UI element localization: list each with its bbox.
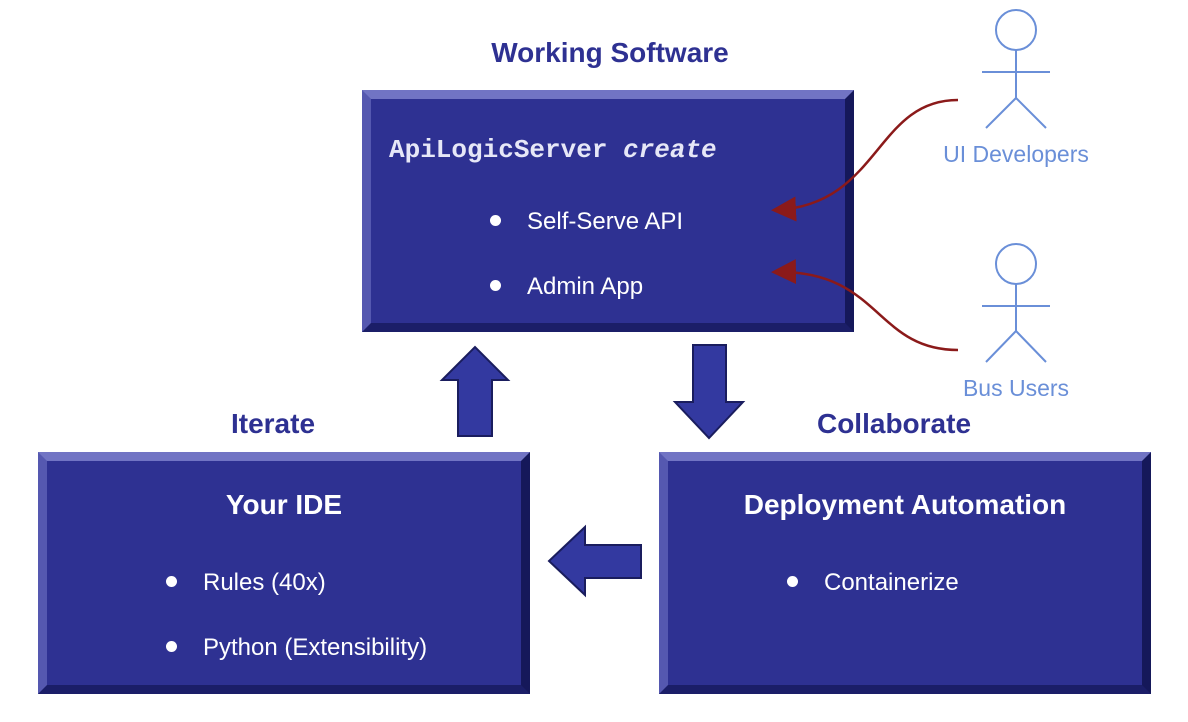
- ui-developers-connector: [771, 98, 959, 222]
- deployment-automation-title: Deployment Automation: [743, 489, 1067, 520]
- bullet-dot: [490, 280, 501, 292]
- bullet-python: Python (Extensibility): [166, 634, 427, 662]
- ui-developers-label: UI Developers: [943, 141, 1089, 167]
- arrow-down-icon: [672, 344, 746, 440]
- collaborate-heading: Collaborate: [816, 408, 972, 439]
- command-arg: create: [623, 135, 717, 165]
- bus-users-label: Bus Users: [962, 375, 1070, 401]
- bullet-admin-app: Admin App: [490, 273, 643, 301]
- bullet-containerize: Containerize: [787, 569, 959, 597]
- your-ide-title: Your IDE: [225, 489, 343, 520]
- bullet-label: Containerize: [824, 569, 959, 596]
- deployment-automation-box: Deployment Automation Containerize: [659, 452, 1151, 694]
- create-command: ApiLogicServer create: [389, 135, 717, 165]
- command-name: ApiLogicServer: [389, 135, 608, 165]
- arrow-left-icon: [547, 524, 642, 598]
- bullet-dot: [166, 641, 177, 653]
- bullet-dot: [490, 215, 501, 227]
- your-ide-box: Your IDE Rules (40x) Python (Extensibili…: [38, 452, 530, 694]
- bus-users-connector: [771, 259, 959, 352]
- working-software-heading: Working Software: [491, 37, 729, 68]
- iterate-heading: Iterate: [230, 408, 316, 439]
- bullet-self-serve-api: Self-Serve API: [490, 208, 683, 236]
- bullet-dot: [166, 576, 177, 588]
- bullet-label: Admin App: [527, 273, 644, 300]
- stick-figure-icon: [982, 9, 1050, 129]
- arrow-up-icon: [439, 345, 511, 437]
- bullet-label: Rules (40x): [203, 569, 326, 596]
- stick-figure-icon: [982, 243, 1050, 363]
- bullet-label: Python (Extensibility): [203, 634, 428, 661]
- bullet-rules: Rules (40x): [166, 569, 326, 597]
- bullet-dot: [787, 576, 798, 588]
- bullet-label: Self-Serve API: [527, 208, 684, 235]
